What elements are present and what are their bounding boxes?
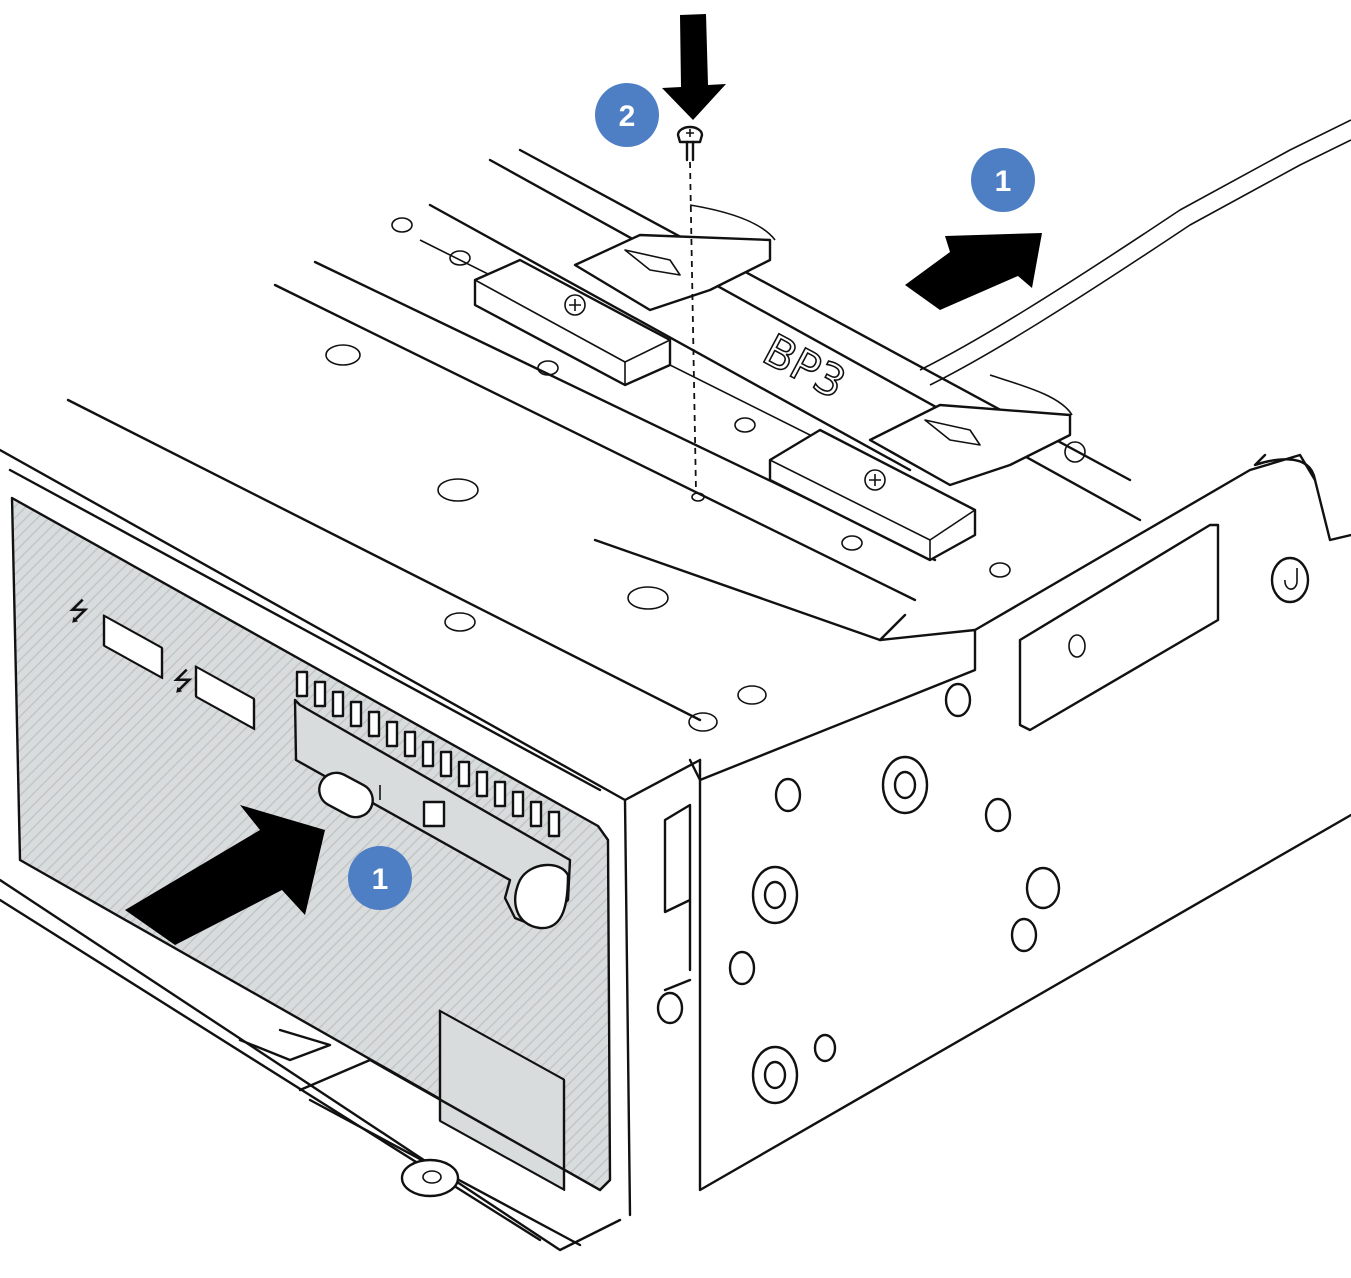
latch-left [473,204,776,387]
svg-text:1: 1 [372,863,389,896]
svg-text:2: 2 [619,100,636,133]
callout-1-rear: 1 [971,148,1035,212]
pull-out-label-tab [438,1009,566,1192]
top-plate [66,148,1142,782]
callout-1-front: 1 [348,846,412,910]
id-button[interactable] [422,800,446,828]
led-strip [295,670,561,838]
power-button[interactable] [313,767,378,823]
latch-right [768,374,1086,562]
backplane-label: BP3 [755,325,854,410]
bottom-tray [238,1028,602,1247]
arrow-right-icon [905,233,1042,310]
usb-port-2 [194,665,256,731]
arrow-push-in-icon [125,805,325,945]
washers [391,217,1011,578]
side-panel [656,453,1351,1192]
usb-superspeed-icon: ⭍ [172,667,194,697]
arrow-down-icon [662,14,726,120]
svg-text:1: 1 [995,165,1012,198]
screw-icon [676,125,704,493]
callout-2: 2 [595,83,659,147]
usb-icon: ⭍ [68,597,90,627]
cable [919,119,1351,371]
usb-port-1 [102,614,164,680]
